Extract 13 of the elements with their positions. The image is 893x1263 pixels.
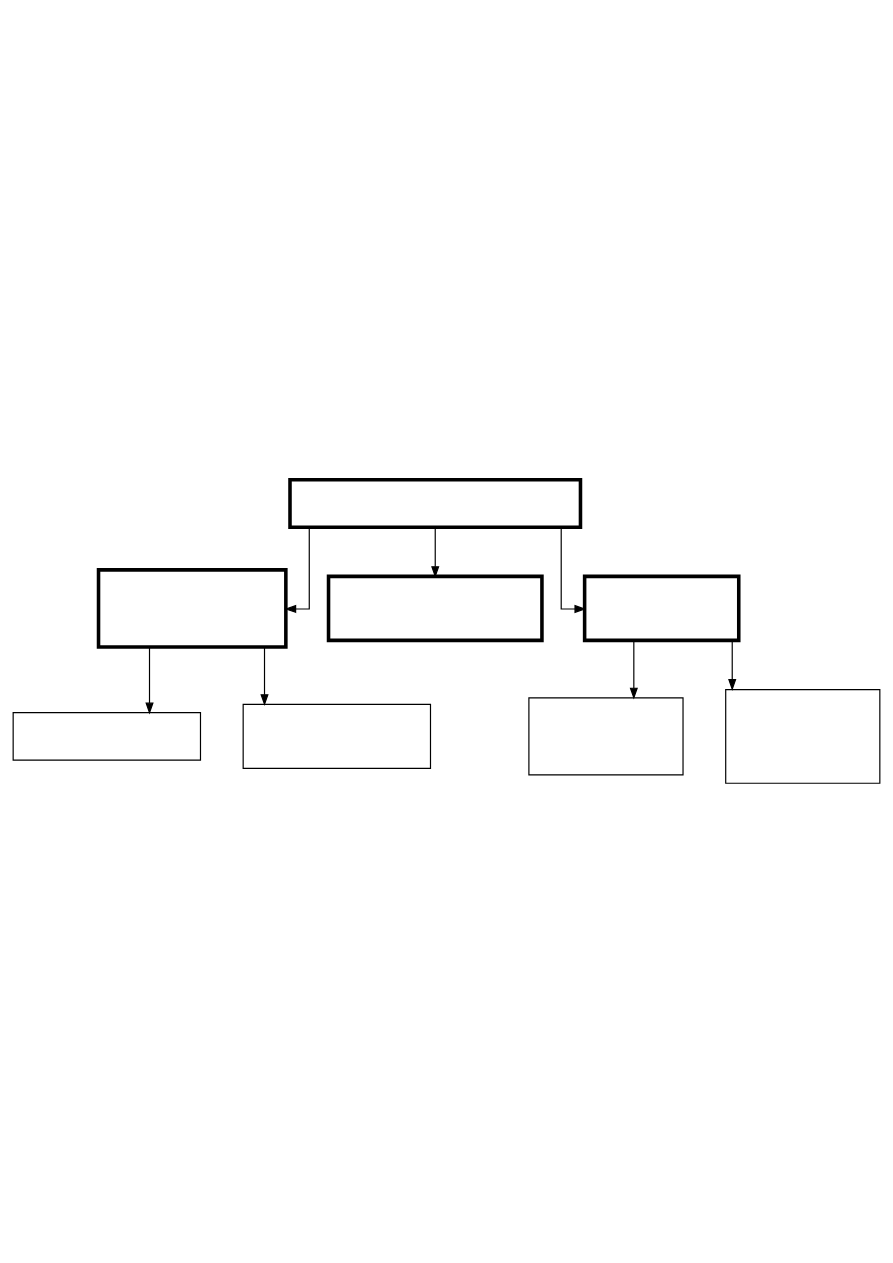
arrow <box>629 640 638 700</box>
arrow <box>284 526 310 614</box>
node-box <box>12 712 202 761</box>
arrow <box>145 646 154 715</box>
arrow <box>728 640 737 691</box>
node-box <box>96 568 288 649</box>
node-box <box>582 574 741 643</box>
node-box <box>242 703 432 770</box>
node-box <box>288 477 583 529</box>
node-box <box>725 689 881 784</box>
node-box <box>528 697 684 776</box>
node-box <box>326 574 544 643</box>
arrow <box>260 646 269 707</box>
